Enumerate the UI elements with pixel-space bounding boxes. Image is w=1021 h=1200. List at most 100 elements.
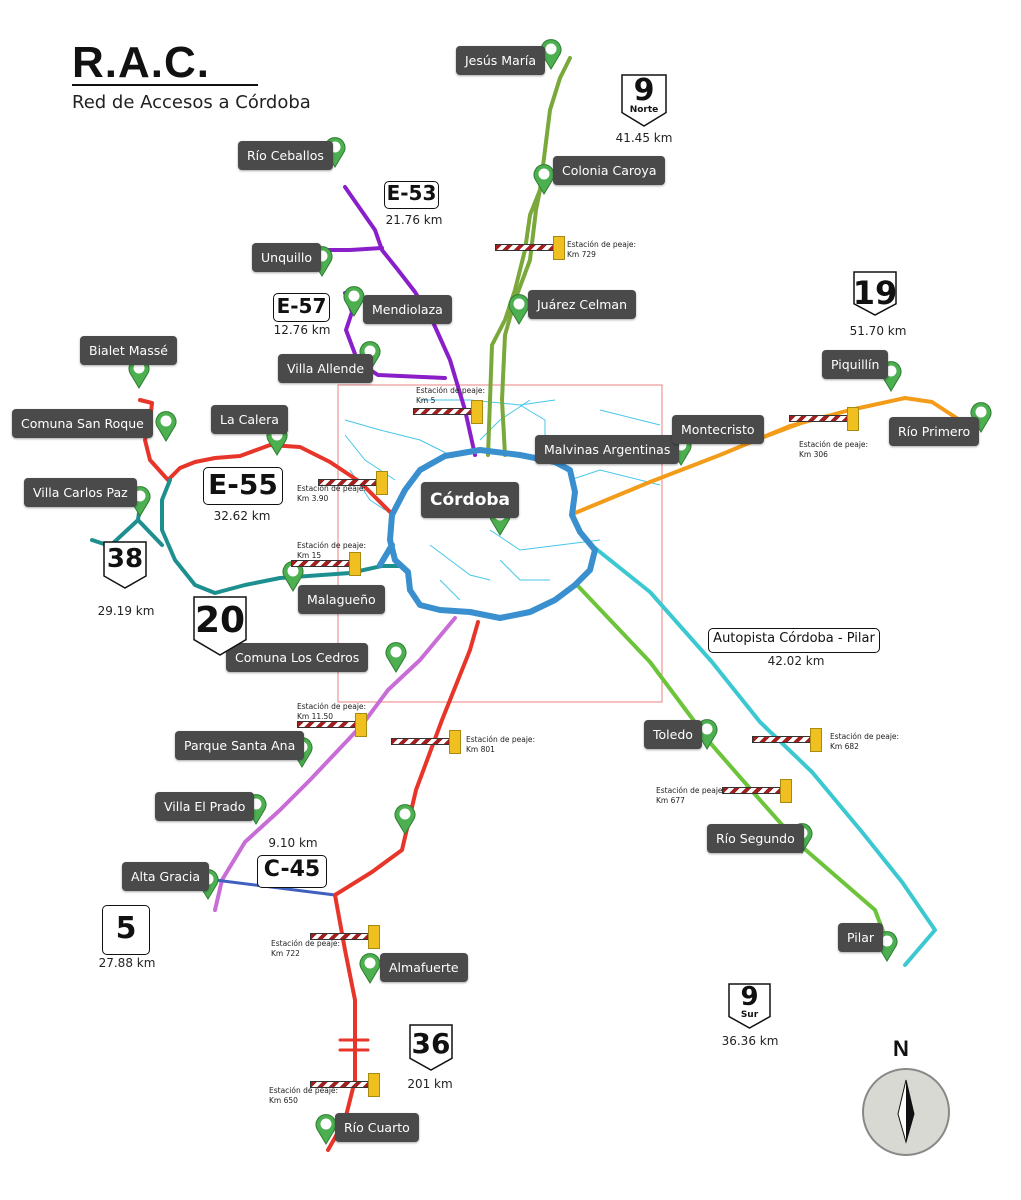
place-label[interactable]: Villa Carlos Paz: [24, 478, 137, 507]
place-label[interactable]: Pilar: [838, 923, 884, 952]
toll-station-km: Km 677: [656, 796, 685, 805]
toll-station-label: Estación de peaje:Km 722: [271, 939, 340, 959]
title-divider: [72, 84, 258, 86]
toll-booth-icon: [780, 779, 792, 803]
route-shield: 38: [102, 540, 148, 590]
place-label[interactable]: Río Segundo: [707, 824, 804, 853]
route-distance: 29.19 km: [97, 604, 155, 618]
place-label[interactable]: Jesús María: [456, 46, 546, 75]
place-label[interactable]: Villa El Prado: [155, 792, 255, 821]
location-pin-icon[interactable]: [385, 641, 407, 673]
autopista-cordoba-pilar-line: [593, 546, 937, 967]
location-pin-icon[interactable]: [533, 163, 555, 195]
toll-booth-icon: [376, 471, 388, 495]
toll-station-km: Km 3.90: [297, 494, 329, 503]
toll-station-km: Km 15: [297, 551, 322, 560]
toll-station-km: Km 722: [271, 949, 300, 958]
location-pin-icon[interactable]: [315, 1113, 337, 1145]
route-distance: 201 km: [407, 1077, 453, 1091]
route-shield: 5: [102, 905, 150, 955]
place-label[interactable]: Villa Allende: [278, 354, 374, 383]
location-pin-icon[interactable]: [155, 410, 177, 442]
compass-icon: [862, 1068, 950, 1156]
location-pin-icon[interactable]: [508, 293, 530, 325]
toll-booth-icon: [368, 1073, 380, 1097]
toll-booth-icon: [355, 713, 367, 737]
place-label[interactable]: Comuna San Roque: [12, 409, 153, 438]
toll-station-label: Estación de peaje:Km 5: [416, 386, 485, 406]
place-label[interactable]: Almafuerte: [380, 953, 468, 982]
route-9-sur-line: [575, 583, 892, 952]
route-distance: 36.36 km: [721, 1034, 779, 1048]
route-9-norte-line: [486, 56, 572, 457]
place-label[interactable]: La Calera: [211, 405, 288, 434]
route-unquillo-line: [323, 246, 384, 252]
place-label[interactable]: Colonia Caroya: [553, 156, 666, 185]
route-distance: 9.10 km: [268, 836, 318, 850]
place-label[interactable]: Bialet Massé: [80, 336, 177, 365]
route-distance: 27.88 km: [98, 956, 156, 970]
place-label[interactable]: Montecristo: [672, 415, 764, 444]
toll-station-label: Estación de peaje:Km 729: [567, 240, 636, 260]
toll-booth-icon: [368, 925, 380, 949]
location-pin-icon[interactable]: [394, 803, 416, 835]
toll-station-title: Estación de peaje:: [830, 732, 900, 741]
map-subtitle: Red de Accesos a Córdoba: [72, 92, 311, 113]
toll-station-km: Km 682: [830, 742, 859, 751]
location-pin-icon[interactable]: [696, 718, 718, 750]
toll-station-title: Estación de peaje:: [656, 786, 726, 795]
place-label[interactable]: Toledo: [644, 720, 702, 749]
location-pin-icon[interactable]: [128, 357, 150, 389]
toll-barrier-icon: [752, 736, 812, 743]
place-label[interactable]: Juárez Celman: [528, 290, 637, 319]
place-label[interactable]: Alta Gracia: [122, 862, 210, 891]
toll-station-title: Estación de peaje:: [297, 702, 367, 711]
place-label[interactable]: Comuna Los Cedros: [226, 643, 369, 672]
route-number: 9: [740, 982, 759, 1012]
route-shield: E-57: [273, 293, 330, 322]
route-shield: Autopista Córdoba - Pilar: [708, 628, 880, 653]
route-distance: 32.62 km: [213, 509, 271, 523]
location-pin-icon[interactable]: [359, 952, 381, 984]
toll-station-km: Km 306: [799, 450, 828, 459]
toll-booth-icon: [349, 552, 361, 576]
place-label[interactable]: Córdoba: [421, 482, 520, 518]
toll-booth-icon: [847, 407, 859, 431]
toll-station-label: Estación de peaje:Km 15: [297, 541, 366, 561]
toll-barrier-icon: [495, 244, 555, 251]
toll-station-title: Estación de peaje:: [416, 386, 486, 395]
toll-barrier-icon: [291, 560, 351, 567]
route-number: 19: [852, 273, 898, 312]
toll-station-km: Km 650: [269, 1096, 298, 1105]
place-label[interactable]: Río Ceballos: [238, 141, 333, 170]
route-shield: C-45: [257, 855, 327, 888]
location-pin-icon[interactable]: [343, 285, 365, 317]
rivers: [344, 399, 661, 601]
place-label[interactable]: Mendiolaza: [363, 295, 452, 324]
route-direction: Norte: [629, 105, 659, 115]
route-number: 38: [106, 544, 144, 574]
route-direction: Sur: [740, 1010, 759, 1020]
place-label[interactable]: Río Primero: [889, 417, 980, 446]
toll-barrier-icon: [391, 738, 451, 745]
toll-station-label: Estación de peaje:Km 306: [799, 440, 868, 460]
toll-station-label: Estación de peaje:Km 801: [466, 735, 535, 755]
toll-barrier-icon: [789, 415, 849, 422]
place-label[interactable]: Malvinas Argentinas: [535, 435, 680, 464]
toll-station-label: Estación de peaje:Km 650: [269, 1086, 338, 1106]
location-pin-icon[interactable]: [970, 401, 992, 433]
place-label[interactable]: Río Cuarto: [335, 1113, 419, 1142]
route-shield: 19: [852, 270, 898, 317]
place-label[interactable]: Unquillo: [252, 243, 321, 272]
place-label[interactable]: Malagueño: [298, 585, 385, 614]
toll-booth-icon: [449, 730, 461, 754]
route-shield: 36: [408, 1023, 454, 1072]
route-distance: 51.70 km: [849, 324, 907, 338]
location-pin-icon[interactable]: [282, 560, 304, 592]
place-label[interactable]: Parque Santa Ana: [175, 731, 305, 760]
place-label[interactable]: Piquillín: [822, 350, 889, 379]
toll-station-label: Estación de peaje:Km 677: [656, 786, 725, 806]
